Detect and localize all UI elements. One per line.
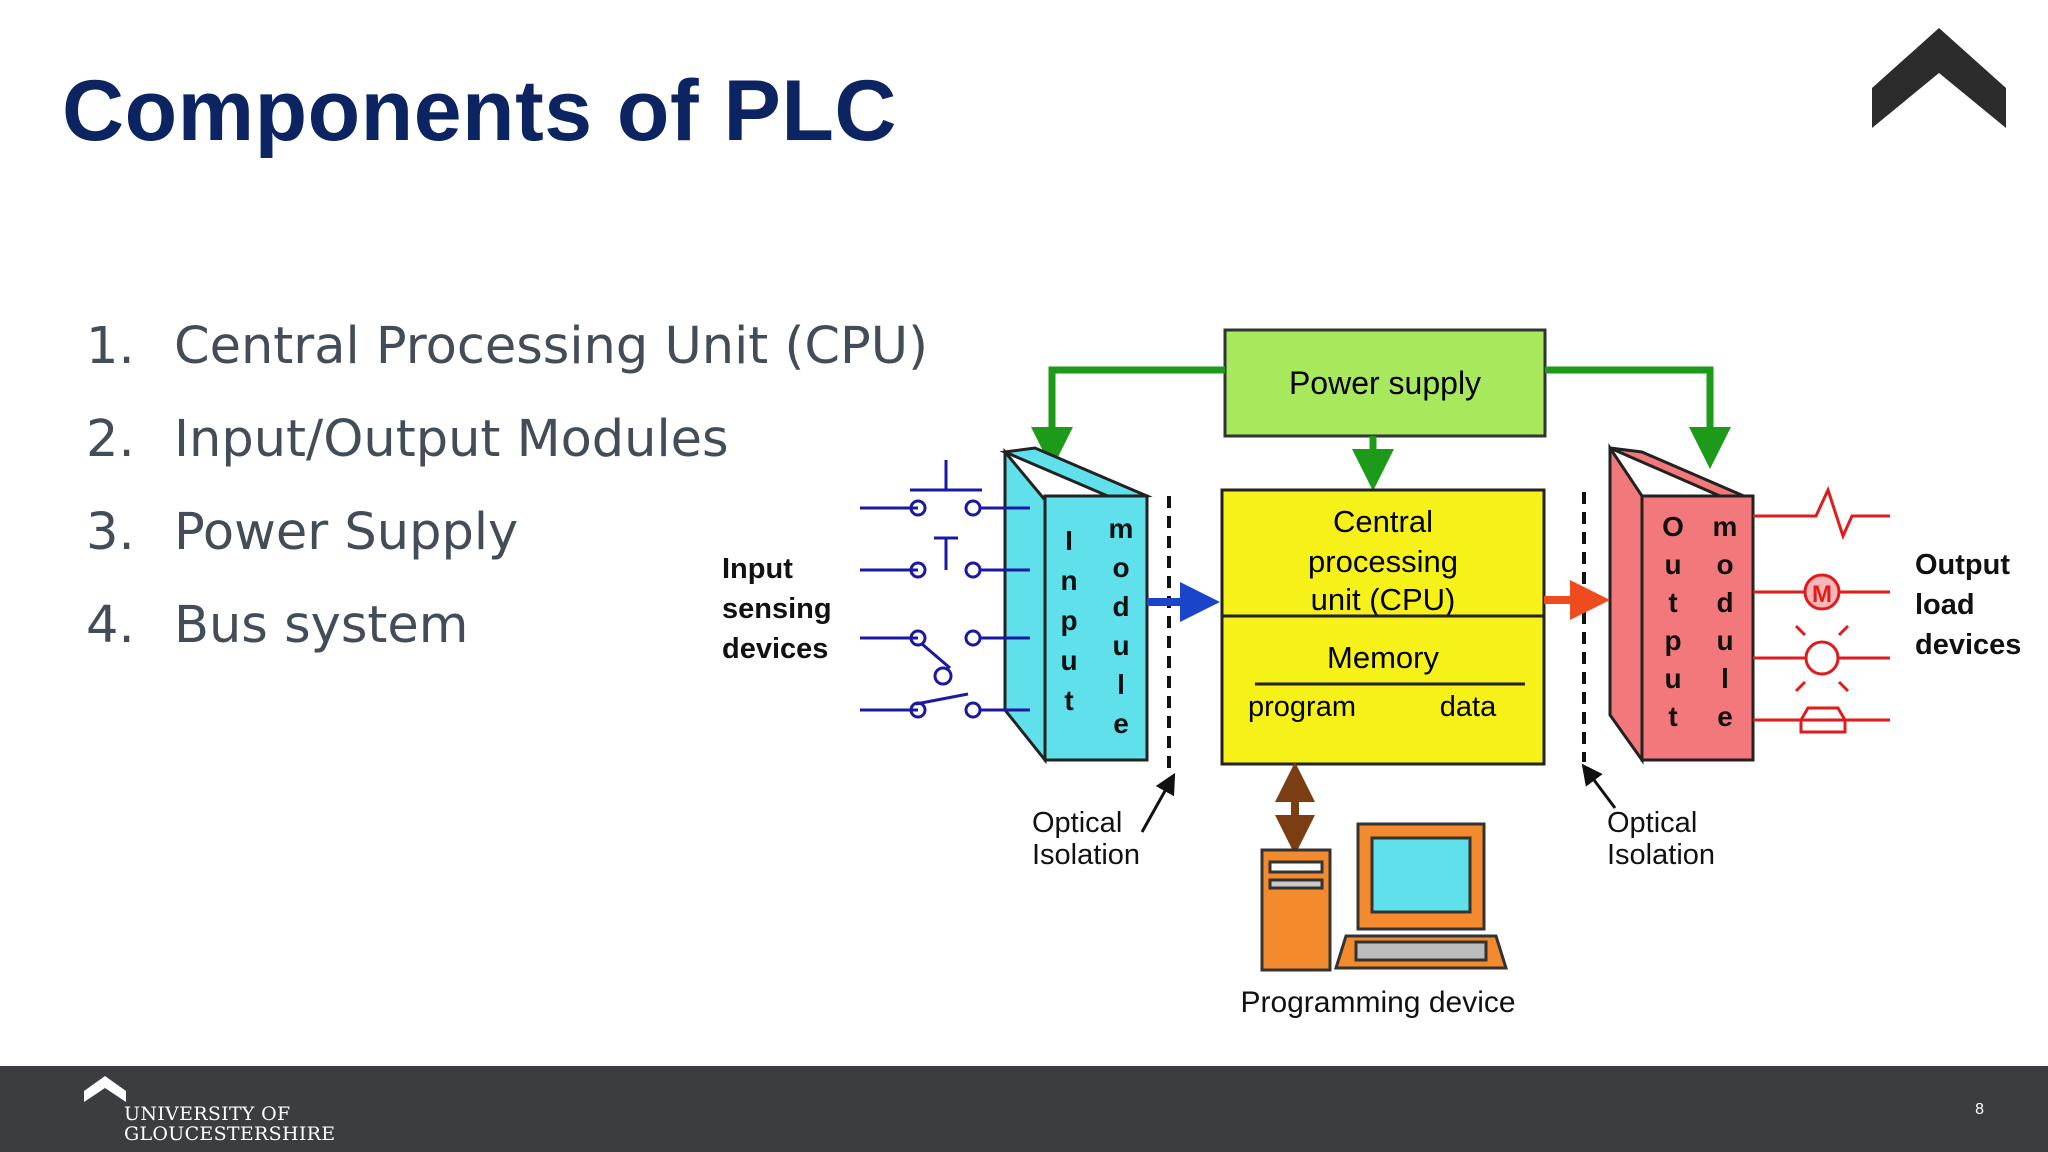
programming-device-label: Programming device — [1240, 986, 1515, 1019]
input-devices-label-line: sensing — [722, 593, 832, 625]
optical-isolation-label-line: Isolation — [1607, 839, 1715, 871]
optical-isolation-label-right: Optical Isolation — [1607, 807, 1715, 871]
horn-icon — [1799, 706, 1847, 734]
input-module-label: I n p u t — [1060, 525, 1077, 716]
cpu-label-line: unit (CPU) — [1311, 582, 1456, 617]
input-devices-label-line: devices — [722, 633, 828, 665]
list-item-number: 1. — [86, 317, 135, 376]
input-switches — [860, 460, 1030, 719]
list-item-number: 2. — [86, 410, 135, 469]
output-module-word-letter: u — [1716, 625, 1733, 656]
output-module-word-letter: o — [1716, 549, 1733, 580]
cpu-label-line: processing — [1308, 544, 1458, 579]
input-module-word-letter: u — [1112, 630, 1129, 661]
optical-isolation-label-line: Optical — [1032, 807, 1122, 839]
components-list: 1. Central Processing Unit (CPU) 2. Input/… — [86, 300, 928, 672]
list-item-number: 3. — [86, 503, 135, 562]
cpu-label-line: Central — [1333, 504, 1433, 539]
optical-isolation-label-left: Optical Isolation — [1032, 807, 1140, 871]
output-devices-label-line: Output — [1915, 549, 2010, 581]
input-module-letter: t — [1064, 685, 1073, 716]
input-module-letter: I — [1065, 525, 1073, 556]
memory-label: Memory — [1327, 640, 1439, 675]
power-supply-block: Power supply — [1223, 328, 1547, 438]
input-module-word-letter: l — [1117, 669, 1125, 700]
input-module-letter: p — [1060, 605, 1077, 636]
optical-isolation-pointer-right — [1581, 763, 1617, 809]
output-module-word-letter: e — [1717, 701, 1733, 732]
list-item: 1. Central Processing Unit (CPU) — [86, 300, 928, 393]
memory-program-label: program — [1248, 691, 1356, 723]
list-item: 3. Power Supply — [86, 486, 928, 579]
list-item-text: Input/Output Modules — [174, 410, 729, 469]
input-module-word-letter: m — [1109, 513, 1134, 544]
motor-symbol: M — [1812, 581, 1832, 608]
university-chevron-icon — [84, 1076, 126, 1102]
input-module-word-label: m o d u l e — [1109, 513, 1134, 739]
input-devices-label-line: Input — [722, 553, 793, 585]
output-module-letter: O — [1662, 511, 1684, 542]
output-module-letter: u — [1664, 549, 1681, 580]
footer-bar: UNIVERSITY OF GLOUCESTERSHIRE 8 — [0, 1066, 2048, 1152]
memory-block: Memory program data — [1220, 614, 1546, 766]
output-devices-label: Output load devices — [1915, 549, 2021, 661]
output-module-letter: t — [1668, 587, 1677, 618]
optical-isolation-label-line: Isolation — [1032, 839, 1140, 871]
plc-block-diagram: Power supply Central processing unit (CP… — [722, 328, 2021, 1019]
output-module-label: O u t p u t — [1662, 511, 1684, 732]
list-item-text: Central Processing Unit (CPU) — [174, 317, 928, 376]
chevron-up-logo-icon — [1872, 28, 2006, 128]
list-item: 4. Bus system — [86, 579, 928, 672]
output-module — [1608, 443, 1755, 765]
optical-isolation-pointer-left — [1140, 772, 1176, 833]
output-module-word-letter: m — [1713, 511, 1738, 542]
university-name-line1: UNIVERSITY OF — [124, 1103, 291, 1125]
input-module-word-letter: d — [1112, 591, 1129, 622]
optical-isolation-label-line: Optical — [1607, 807, 1697, 839]
list-item: 2. Input/Output Modules — [86, 393, 928, 486]
input-module-letter: u — [1060, 645, 1077, 676]
power-wires — [1031, 366, 1731, 491]
lamp-icon — [1804, 640, 1840, 676]
list-item-text: Bus system — [174, 596, 469, 655]
output-module-letter: u — [1664, 663, 1681, 694]
programming-device-computer-icon — [1260, 822, 1509, 972]
power-supply-label: Power supply — [1289, 365, 1481, 401]
output-module-letter: p — [1664, 625, 1681, 656]
page-number: 8 — [1975, 1101, 1984, 1118]
slide-title: Components of PLC — [62, 63, 897, 159]
cpu-block: Central processing unit (CPU) — [1220, 488, 1546, 618]
input-devices-label: Input sensing devices — [722, 553, 832, 665]
output-load-devices — [1753, 485, 1890, 734]
list-item-text: Power Supply — [174, 503, 519, 562]
output-devices-label-line: devices — [1915, 629, 2021, 661]
output-devices-label-line: load — [1915, 589, 1975, 621]
input-module-word-letter: e — [1113, 708, 1129, 739]
memory-data-label: data — [1440, 691, 1497, 723]
input-module-word-letter: o — [1112, 552, 1129, 583]
output-module-word-letter: d — [1716, 587, 1733, 618]
output-module-word-label: m o d u l e — [1713, 511, 1738, 732]
input-module-letter: n — [1060, 565, 1077, 596]
output-module-word-letter: l — [1721, 663, 1729, 694]
list-item-number: 4. — [86, 596, 135, 655]
output-module-letter: t — [1668, 701, 1677, 732]
input-module — [999, 446, 1153, 765]
university-logo-text: UNIVERSITY OF GLOUCESTERSHIRE — [124, 1104, 335, 1144]
university-name-line2: GLOUCESTERSHIRE — [124, 1123, 336, 1145]
